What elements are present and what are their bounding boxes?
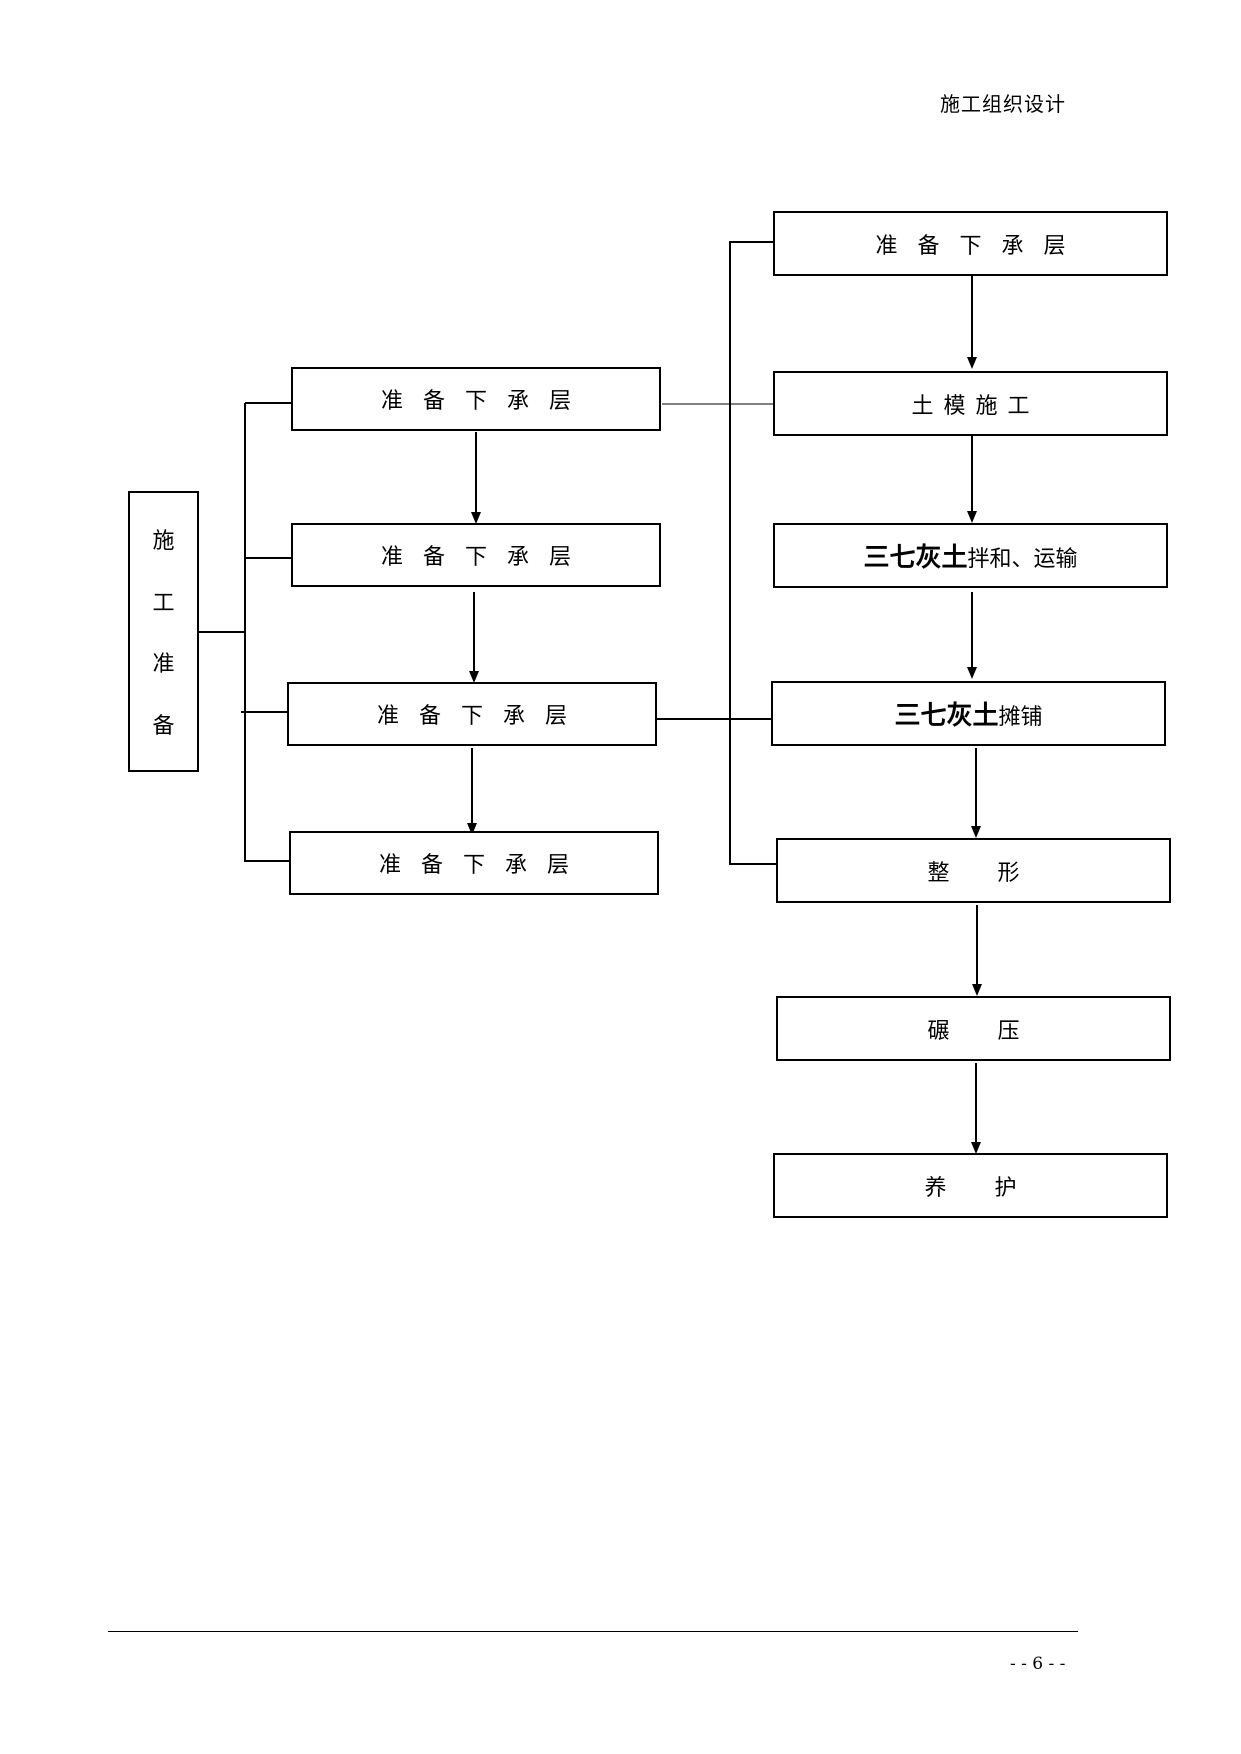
root-char-4: 备: [152, 714, 175, 740]
right-step-4-bold: 三七灰土: [894, 701, 999, 731]
left-box-2-label: 准备下承层: [380, 545, 591, 570]
right-step-2-label: 土模施工: [911, 393, 1040, 419]
right-step-7-label: 养护: [924, 1175, 1065, 1201]
right-step-1-label: 准备下承层: [875, 233, 1086, 259]
footer-rule: [108, 1631, 1078, 1632]
root-char-3: 准: [152, 652, 175, 678]
left-box-4-label: 准备下承层: [378, 853, 589, 878]
right-step-3: 三七灰土拌和、运输: [773, 523, 1168, 588]
right-step-5-label: 整形: [927, 860, 1068, 886]
right-step-4-rest: 摊铺: [998, 705, 1043, 730]
root-char-1: 施: [152, 528, 175, 554]
right-step-3-rest: 拌和、运输: [967, 547, 1078, 572]
root-char-2: 工: [152, 590, 175, 616]
right-step-7: 养护: [773, 1153, 1168, 1218]
left-box-3: 准备下承层: [287, 682, 657, 746]
right-step-3-bold: 三七灰土: [863, 543, 968, 573]
right-step-6-label: 碾压: [927, 1018, 1068, 1044]
root-box-construction-prep: 施 工 准 备: [128, 491, 199, 772]
left-box-3-label: 准备下承层: [376, 704, 587, 729]
right-step-6: 碾压: [776, 996, 1171, 1061]
right-step-2: 土模施工: [773, 371, 1168, 436]
left-box-4: 准备下承层: [289, 831, 659, 895]
right-step-5: 整形: [776, 838, 1171, 903]
right-step-4: 三七灰土摊铺: [771, 681, 1166, 746]
header-title: 施工组织设计: [940, 92, 1066, 116]
left-box-2: 准备下承层: [291, 523, 661, 587]
right-step-1: 准备下承层: [773, 211, 1168, 276]
right-step-4-label: 三七灰土摊铺: [894, 695, 1042, 732]
right-step-3-label: 三七灰土拌和、运输: [863, 537, 1077, 574]
page-number: - - 6 - -: [1010, 1654, 1066, 1674]
left-box-1-label: 准备下承层: [380, 389, 591, 414]
left-box-1: 准备下承层: [291, 367, 661, 431]
